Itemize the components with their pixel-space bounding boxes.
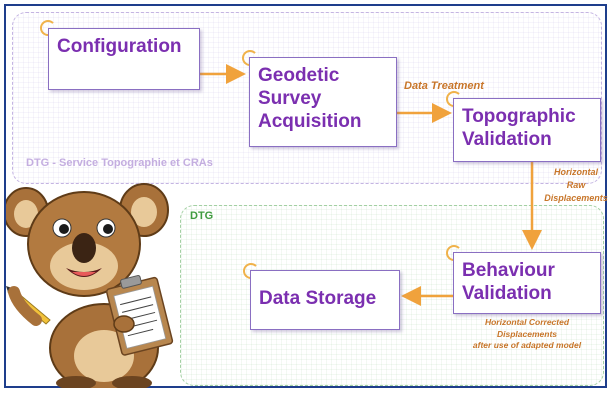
raw-line2: Raw	[566, 180, 586, 190]
zone-service-topographie-label: DTG - Service Topographie et CRAs	[26, 157, 213, 169]
edge-label-horizontal-corrected-displacements: Horizontal Corrected Displacements after…	[452, 317, 602, 352]
edge-label-data-treatment: Data Treatment	[404, 80, 484, 92]
node-topographic-validation: Topographic Validation	[453, 98, 601, 162]
node-geodetic-line1: Geodetic	[258, 65, 340, 86]
corrected-line3: after use of adapted model	[472, 340, 582, 350]
node-geodetic-survey-acquisition: Geodetic Survey Acquisition	[249, 57, 397, 147]
node-data-storage: Data Storage	[250, 270, 400, 330]
raw-line1: Horizontal	[554, 167, 598, 177]
node-storage-label: Data Storage	[259, 288, 377, 309]
zone-dtg-label: DTG	[190, 210, 214, 222]
raw-line3: Displacements	[544, 193, 608, 203]
node-topo-line1: Topographic	[462, 106, 576, 127]
corrected-line1: Horizontal Corrected	[484, 317, 570, 327]
node-topo-line2: Validation	[462, 129, 552, 150]
node-behaviour-line2: Validation	[462, 283, 552, 304]
node-behaviour-validation: Behaviour Validation	[453, 252, 601, 314]
clipboard-icon	[105, 274, 174, 356]
koala-mascot-icon	[6, 183, 174, 388]
node-geodetic-line3: Acquisition	[258, 111, 362, 132]
node-geodetic-line2: Survey	[258, 88, 322, 109]
node-configuration: Configuration	[48, 28, 200, 90]
node-behaviour-line1: Behaviour	[462, 260, 555, 281]
node-configuration-label: Configuration	[57, 36, 182, 57]
corrected-line2: Displacements	[497, 328, 557, 339]
edge-label-horizontal-raw-displacements: Horizontal Raw Displacements	[540, 166, 612, 205]
